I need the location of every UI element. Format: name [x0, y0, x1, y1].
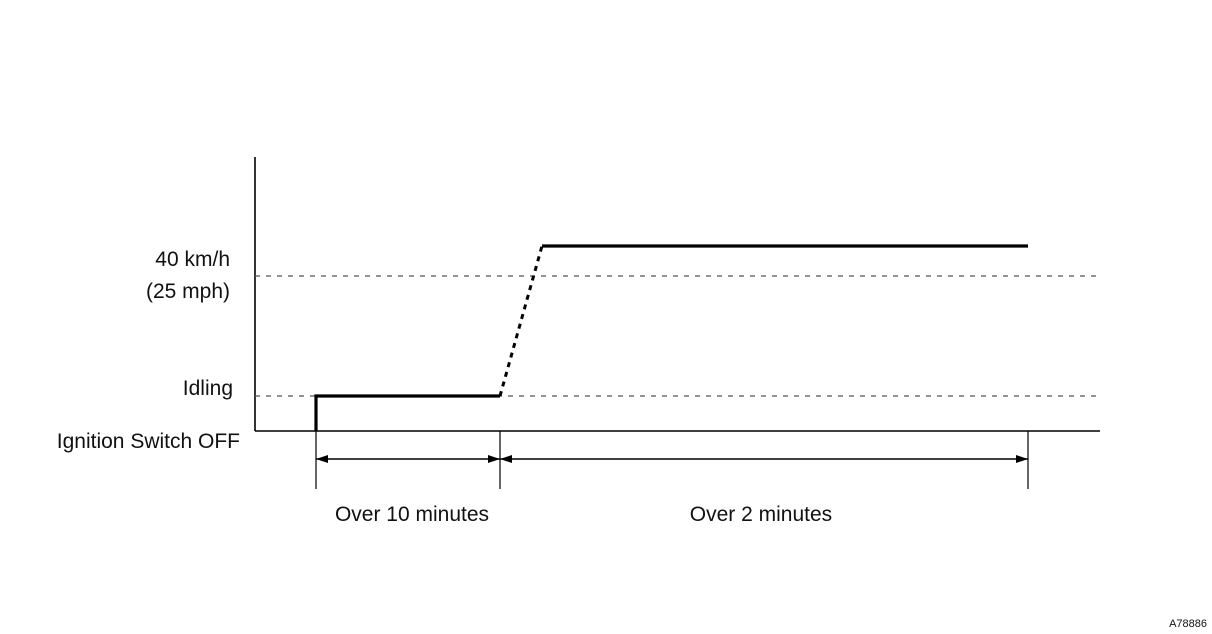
duration-label-first: Over 10 minutes: [335, 503, 489, 526]
acceleration-dotted-line: [498, 245, 544, 397]
ignition-off-label: Ignition Switch OFF: [57, 430, 240, 453]
idling-profile-line: [314, 394, 500, 431]
speed-label-kmh: 40 km/h: [155, 248, 230, 271]
idling-label: Idling: [183, 377, 233, 400]
figure-id: A78886: [1169, 618, 1207, 630]
speed-label-mph: (25 mph): [146, 280, 230, 303]
duration-label-second: Over 2 minutes: [690, 503, 832, 526]
